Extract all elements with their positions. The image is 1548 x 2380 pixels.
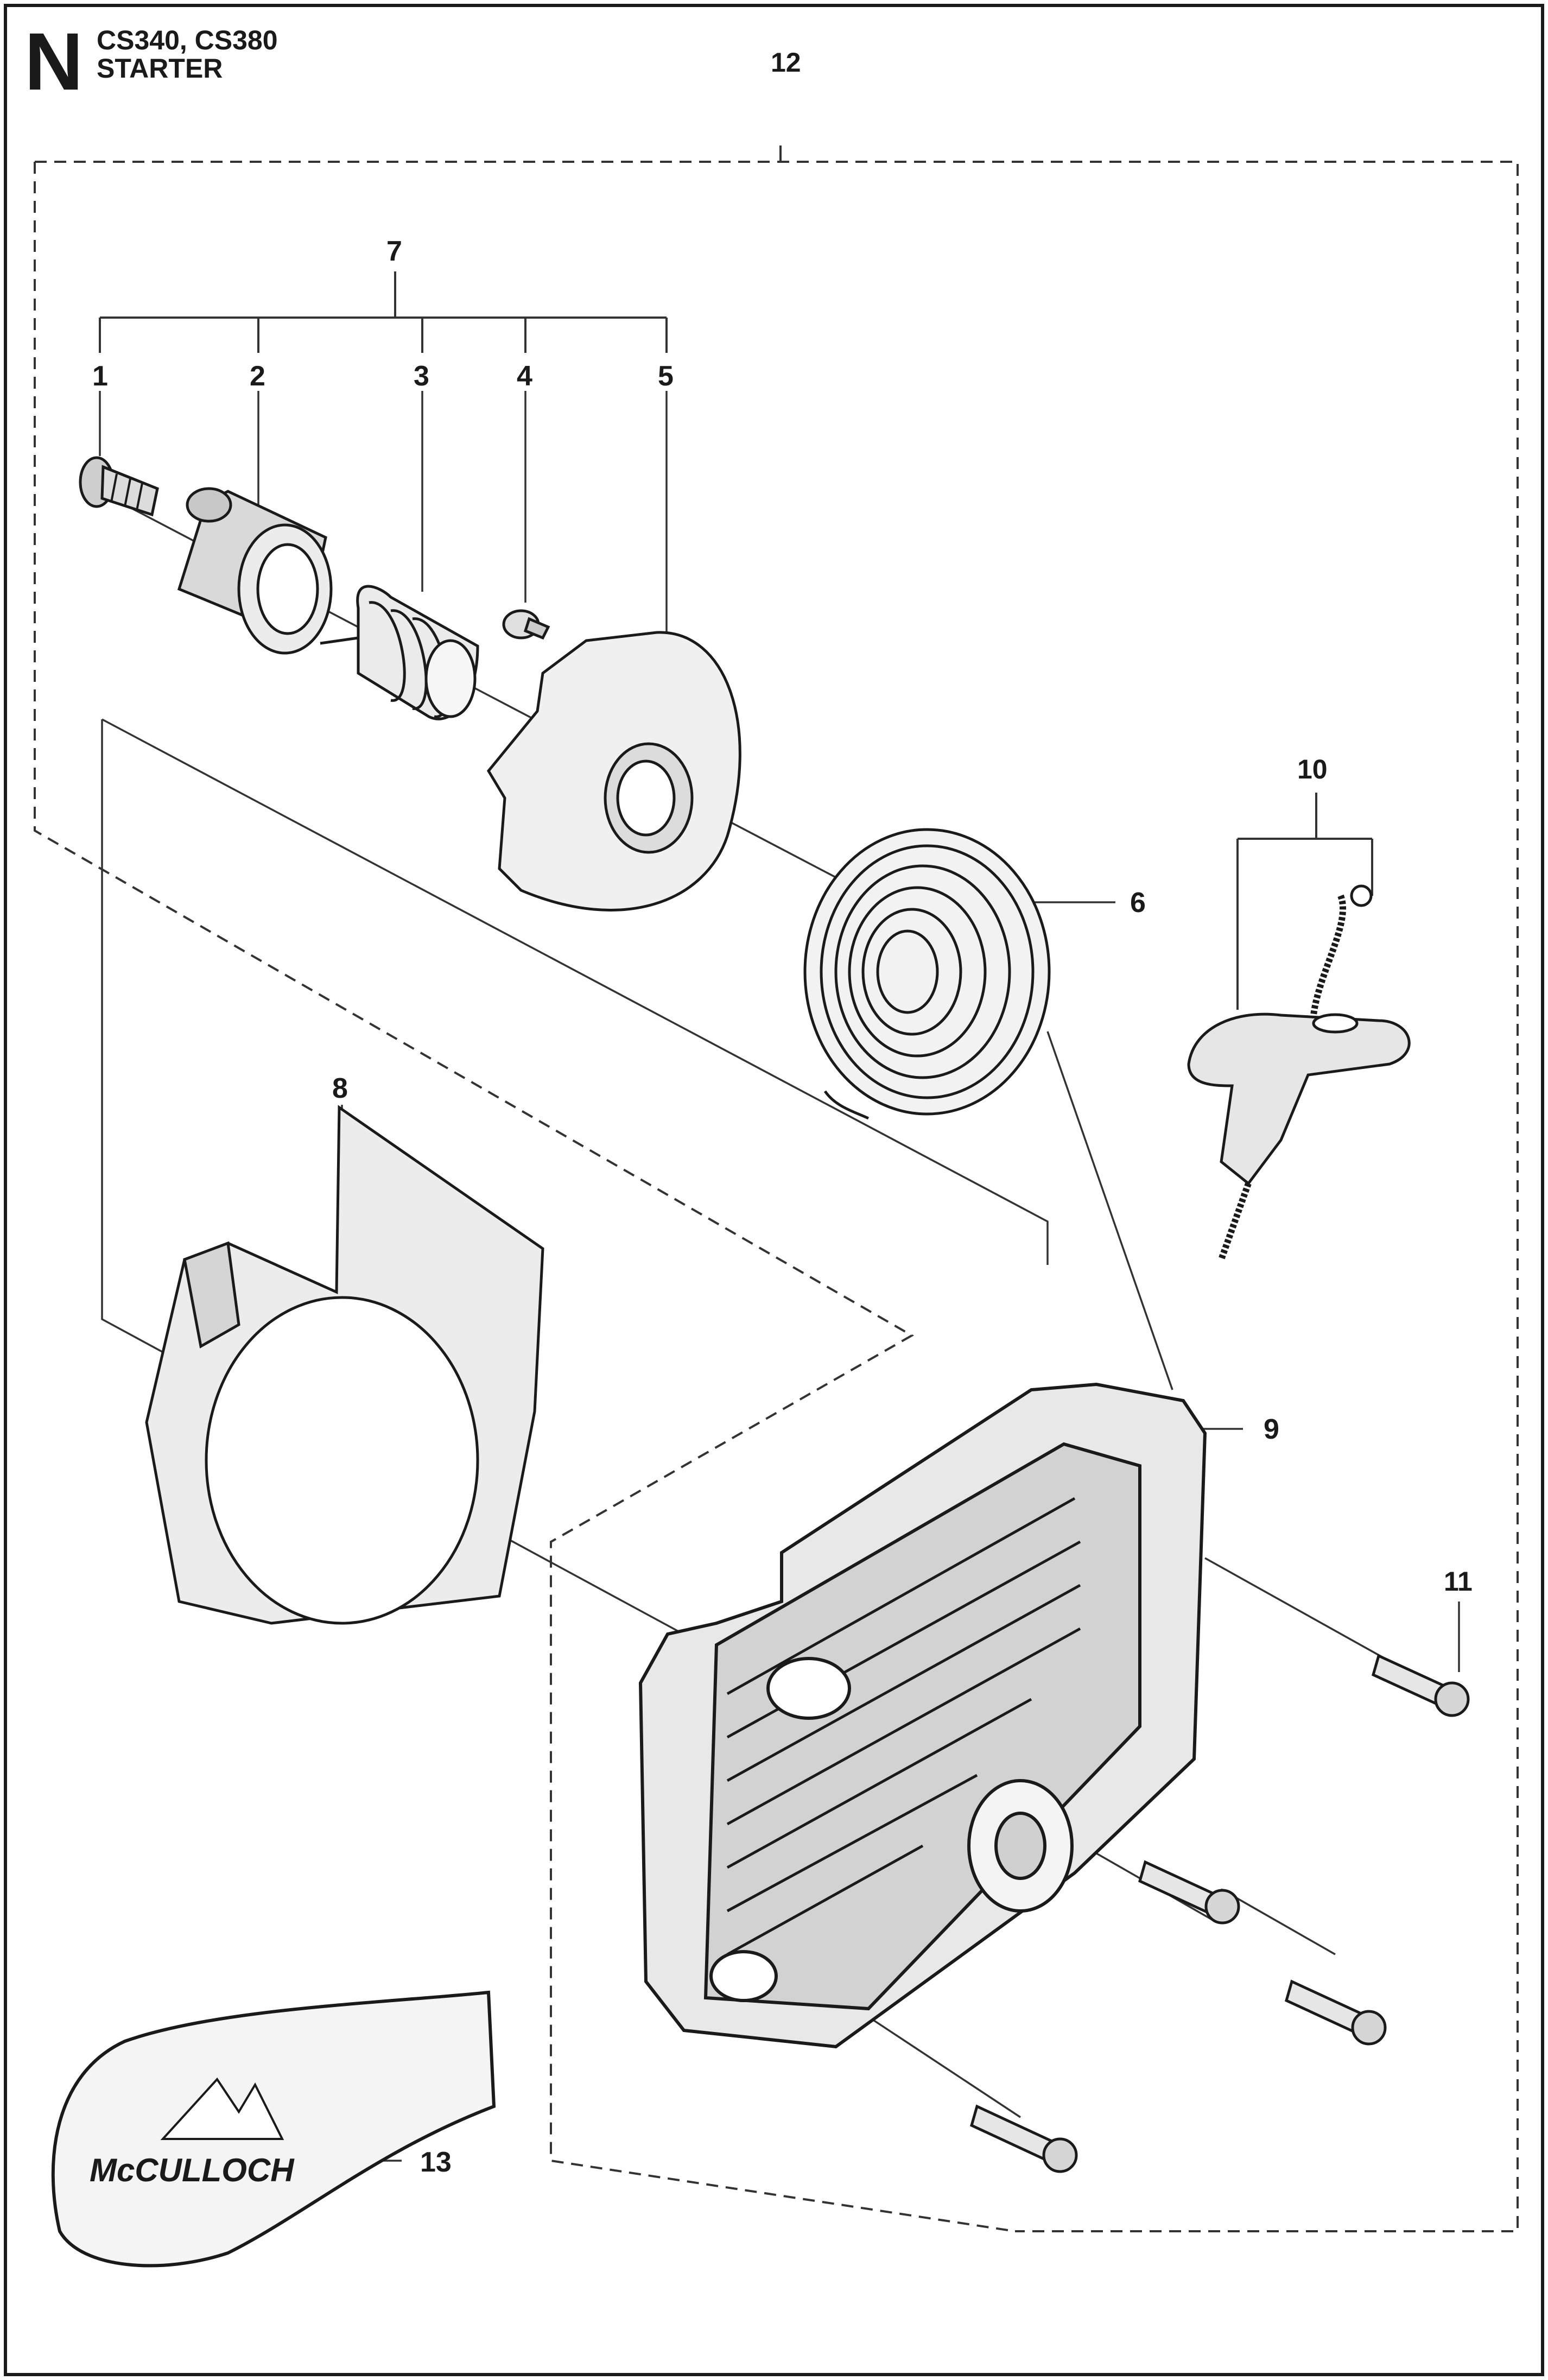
callout-4: 4 [517,360,532,392]
callout-12: 12 [771,47,801,78]
part-6-spring-cassette [803,828,1051,1120]
model-numbers: CS340, CS380 [97,25,278,55]
bracket-10 [1236,793,1373,1010]
callout-6: 6 [1130,887,1146,919]
callout-13: 13 [420,2147,452,2178]
callout-10: 10 [1297,754,1328,784]
callout-8: 8 [332,1073,348,1104]
section-letter: N [24,16,84,107]
diagram-title: STARTER [97,53,223,84]
part-11-screws [970,1654,1470,2173]
callout-1: 1 [92,360,108,392]
callout-7: 7 [386,236,402,267]
assembly-12-outline-left [34,162,1016,2232]
part-13-decal [51,1990,496,2268]
callout-2: 2 [250,360,265,392]
decal-brand-text: McCULLOCH [90,2152,295,2188]
part-10-handle [1187,884,1411,1261]
part-8-shroud [145,1105,544,1625]
part-1-screw [79,456,159,517]
part-2-hub [177,487,333,655]
callout-11: 11 [1444,1566,1473,1597]
callout-3: 3 [414,360,429,392]
dashed-outlines [34,145,1519,2232]
callout-5: 5 [658,360,674,392]
part-3-spring [320,585,479,720]
page-border [4,4,1544,2376]
callout-9: 9 [1264,1414,1279,1445]
part-4-washer [502,609,550,640]
bracket-7 [99,271,668,353]
part-9-starter-housing [638,1382,1207,2049]
part-5-pulley [486,631,741,912]
